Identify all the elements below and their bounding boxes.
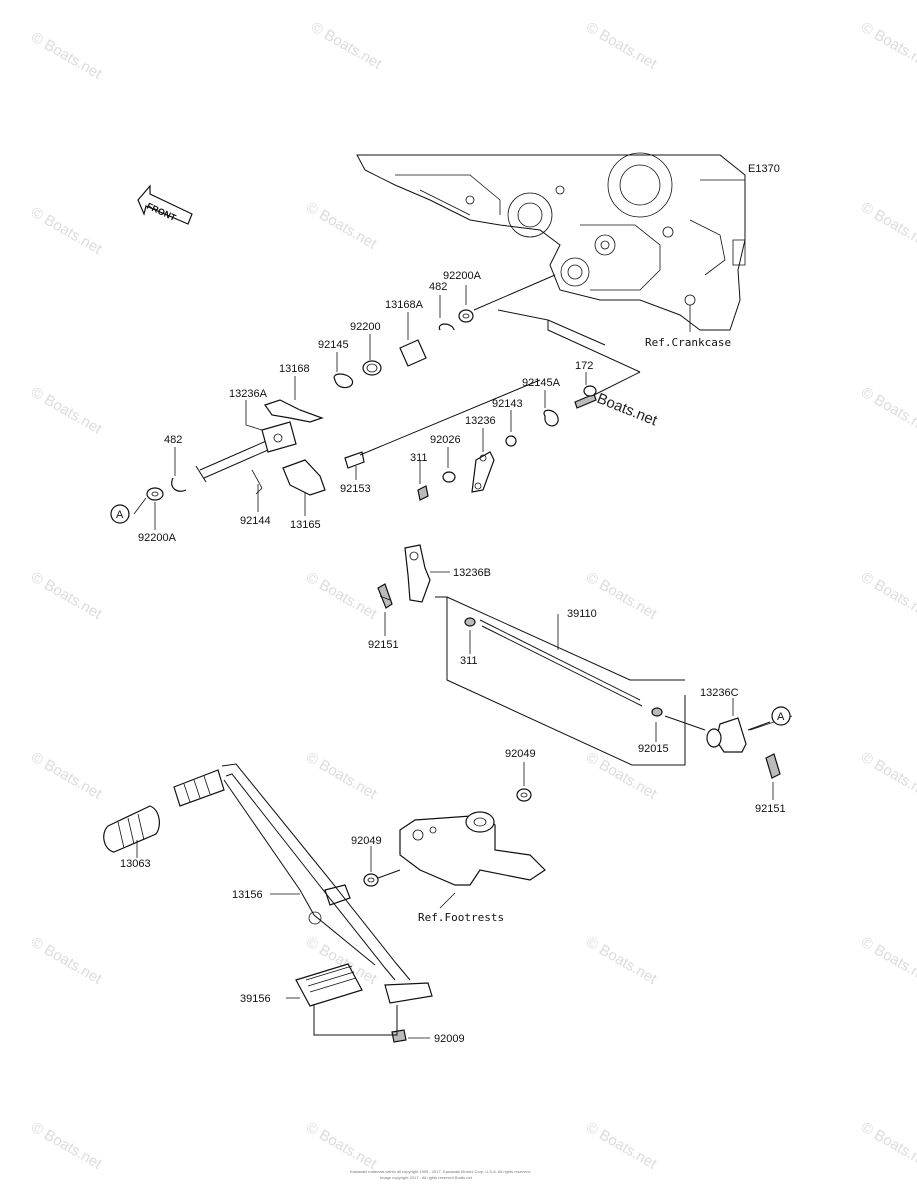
watermark: © Boats.net [303, 569, 380, 623]
watermark: © Boats.net [28, 204, 105, 258]
footer-copyright: Kawasaki materials within all copyright … [350, 1169, 531, 1174]
watermark: © Boats.net [303, 199, 380, 253]
watermark: © Boats.net [303, 749, 380, 803]
watermark: © Boats.net [28, 569, 105, 623]
part-labels: E1370 Ref.Crankcase Ref.Footrests 92200A… [120, 163, 786, 1045]
callout-a-right: A [771, 706, 791, 726]
watermark: © Boats.net [583, 1119, 660, 1173]
callout-a-left: A [110, 504, 130, 524]
part-label: 92151 [755, 803, 786, 815]
part-label: 92151 [368, 639, 399, 651]
watermark: © Boats.net [858, 384, 917, 438]
part-label: 92200 [350, 321, 381, 333]
watermark: © Boats.net [28, 1119, 105, 1173]
part-label: 482 [164, 434, 182, 446]
part-label: 92144 [240, 515, 271, 527]
part-label: 13236C [700, 687, 739, 699]
footer-image-copyright: Image copyright 2017 - All rights reserv… [380, 1175, 473, 1180]
part-label: 13236A [229, 388, 268, 400]
watermark: © Boats.net [858, 1119, 917, 1173]
part-label: 92200A [443, 270, 482, 282]
part-label: 13168A [385, 299, 424, 311]
part-label: 13165 [290, 519, 321, 531]
watermark: © Boats.net [858, 19, 917, 73]
watermark: © Boats.net [858, 749, 917, 803]
overlay-watermark: Boats.net [595, 390, 661, 430]
watermark: © Boats.net [583, 749, 660, 803]
part-label: 39110 [567, 608, 597, 620]
watermark: © Boats.net [583, 19, 660, 73]
part-label: 92049 [351, 835, 382, 847]
leader-lines [133, 285, 793, 1039]
pedal-assembly [103, 763, 546, 1043]
watermark: © Boats.net [583, 934, 660, 988]
part-label: 92145A [522, 377, 561, 389]
watermark: © Boats.net [28, 934, 105, 988]
part-label: 92145 [318, 339, 349, 351]
watermark: © Boats.net [303, 1119, 380, 1173]
part-label: 13236B [453, 567, 491, 579]
part-label: 92153 [340, 483, 371, 495]
diagram-code: E1370 [748, 163, 780, 175]
part-label: 92143 [492, 398, 523, 410]
part-label: 482 [429, 281, 447, 293]
part-label: 13156 [232, 889, 263, 901]
callout-a-label: A [777, 711, 785, 723]
callout-a-label: A [116, 509, 124, 521]
shift-shaft-assembly [146, 274, 641, 501]
part-label: 92015 [638, 743, 669, 755]
part-label: 13168 [279, 363, 310, 375]
part-label: 311 [460, 655, 478, 667]
watermark: © Boats.net [28, 749, 105, 803]
ref-crankcase: Ref.Crankcase [645, 336, 731, 349]
part-label: 92200A [138, 532, 177, 544]
ref-footrests: Ref.Footrests [418, 911, 504, 924]
watermark: © Boats.net [858, 569, 917, 623]
part-label: 92009 [434, 1033, 465, 1045]
watermark: © Boats.net [858, 199, 917, 253]
part-label: 13236 [465, 415, 496, 427]
watermark-layer: © Boats.net © Boats.net © Boats.net © Bo… [28, 19, 917, 1173]
watermark: © Boats.net [28, 384, 105, 438]
part-label: 13063 [120, 858, 151, 870]
watermark: © Boats.net [858, 934, 917, 988]
part-label: 39156 [240, 993, 271, 1005]
part-label: 172 [575, 360, 593, 372]
watermark: © Boats.net [28, 29, 105, 83]
shift-rod-assembly [377, 544, 781, 779]
watermark: © Boats.net [308, 19, 385, 73]
front-arrow: FRONT [137, 184, 193, 225]
part-label: 311 [410, 452, 428, 464]
part-label: 92049 [505, 748, 536, 760]
part-label: 92026 [430, 434, 461, 446]
